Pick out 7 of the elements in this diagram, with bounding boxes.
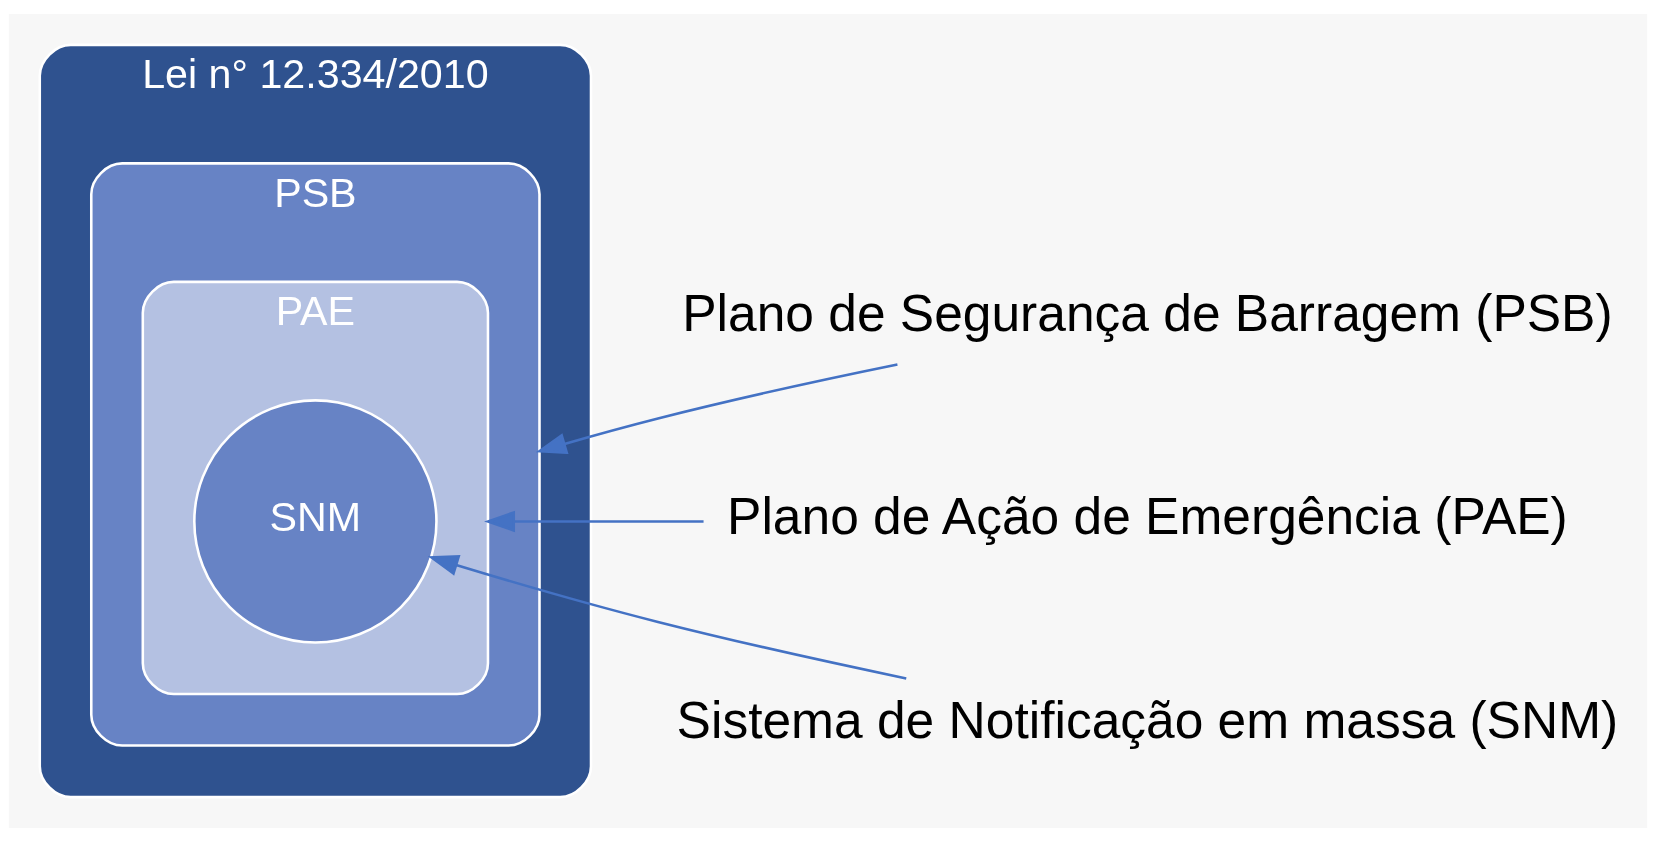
node-text: Plano de Ação de Emergência (PAE) xyxy=(727,487,1568,546)
arrow xyxy=(535,363,898,454)
arrow xyxy=(484,510,704,533)
arrow xyxy=(427,554,907,680)
node-circle: SNM xyxy=(193,399,438,644)
node-text: Plano de Segurança de Barragem (PSB) xyxy=(682,283,1613,342)
node-text: Sistema de Notificação em massa (SNM) xyxy=(676,690,1619,749)
